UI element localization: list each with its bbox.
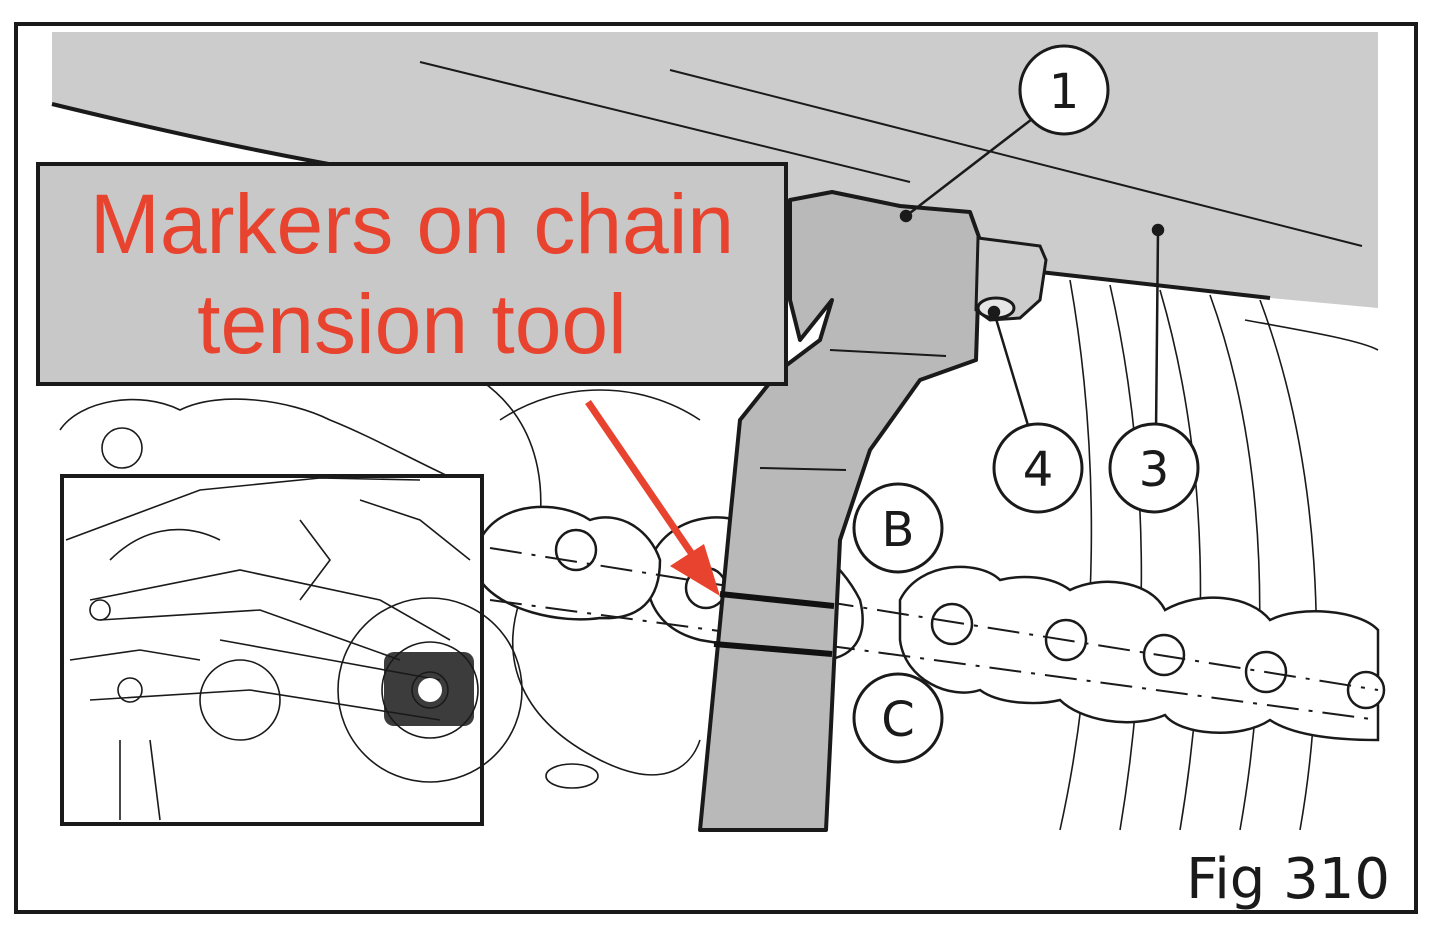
callout-b-text: B: [882, 502, 915, 558]
annotation-box: Markers on chain tension tool: [36, 162, 788, 386]
callout-bubbles: [852, 44, 1200, 764]
panel-line: [669, 69, 1363, 247]
callout-4-text: 4: [1023, 442, 1054, 498]
red-arrow: [585, 400, 720, 596]
callout-3-circle: [1108, 422, 1200, 514]
annotation-line-1: Markers on chain: [89, 177, 735, 271]
callout-1-circle: [1018, 44, 1110, 136]
callout-4-circle: [992, 422, 1084, 514]
annotation-line-2: tension tool: [197, 277, 627, 371]
callout-c-circle: [852, 672, 944, 764]
panel-line: [419, 61, 911, 183]
tool-marker-c: [713, 641, 833, 657]
callout-3-text: 3: [1139, 442, 1170, 498]
tyre-tread: [1059, 279, 1379, 831]
chain-centerlines: [489, 547, 1379, 721]
chain-tension-tool: [698, 190, 982, 832]
callout-b-circle: [852, 482, 944, 574]
inset-overview: [60, 474, 523, 826]
tool-marker-b: [719, 591, 835, 609]
leader-lines: [899, 115, 1165, 433]
callout-c-text: C: [881, 692, 915, 748]
figure-number: Fig 310: [1186, 847, 1390, 912]
background-parts: [59, 379, 701, 789]
callout-1-text: 1: [1049, 64, 1080, 120]
